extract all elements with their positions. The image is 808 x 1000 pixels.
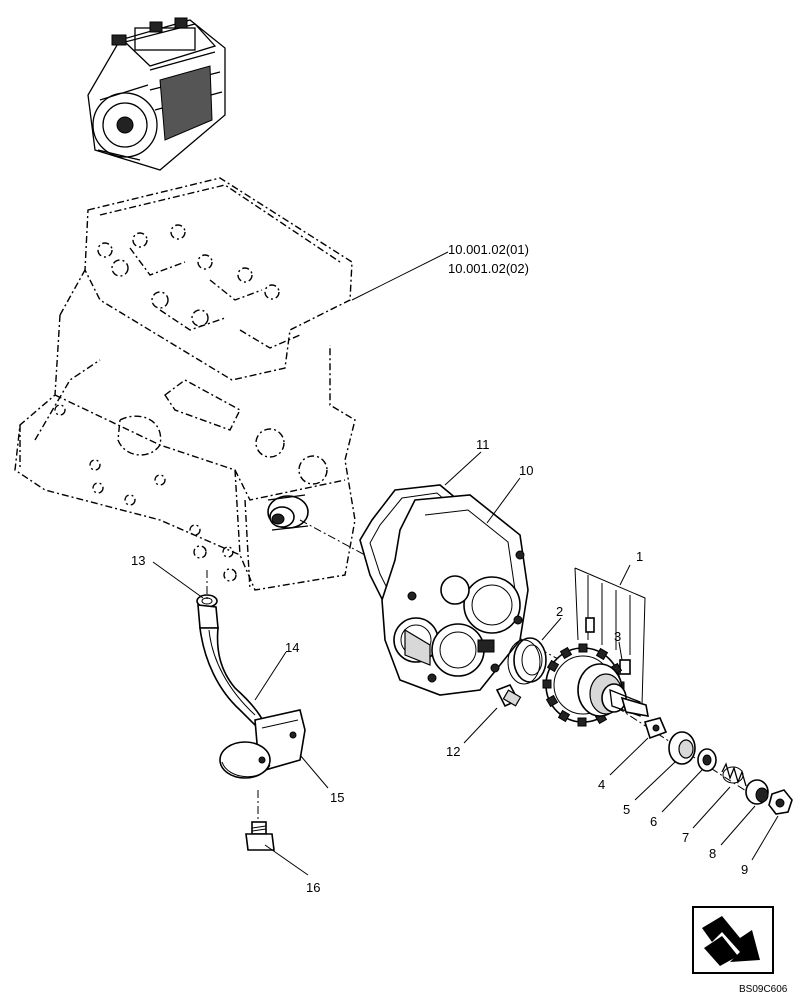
callout-12: 12 xyxy=(446,744,460,759)
callout-15: 15 xyxy=(330,790,344,805)
callout-13: 13 xyxy=(131,553,145,568)
engine-block-phantom xyxy=(14,177,356,591)
reference-callout: 10.001.02(01) 10.001.02(02) xyxy=(351,242,529,301)
reference-code-2: 10.001.02(02) xyxy=(448,261,529,276)
callout-9: 9 xyxy=(741,862,748,877)
crankshaft-nose xyxy=(267,494,309,531)
navigation-arrow-icon[interactable] xyxy=(692,906,774,974)
bolt-12 xyxy=(495,683,522,708)
callout-leaders xyxy=(152,451,779,876)
callout-3: 3 xyxy=(614,629,621,644)
callout-5: 5 xyxy=(623,802,630,817)
engine-thumbnail-icon xyxy=(87,17,226,171)
callout-14: 14 xyxy=(285,640,299,655)
reference-code-1: 10.001.02(01) xyxy=(448,242,529,257)
callout-labels: 1 2 3 4 5 6 7 8 9 10 11 12 13 14 15 16 xyxy=(131,437,748,895)
callout-16: 16 xyxy=(306,880,320,895)
callout-10: 10 xyxy=(519,463,533,478)
front-plate-10 xyxy=(381,494,529,696)
callout-1: 1 xyxy=(636,549,643,564)
callout-11: 11 xyxy=(476,437,490,452)
callout-7: 7 xyxy=(682,830,689,845)
figure-code: BS09C606 xyxy=(739,984,788,995)
callout-6: 6 xyxy=(650,814,657,829)
washer-5 xyxy=(668,731,696,765)
callout-8: 8 xyxy=(709,846,716,861)
callout-2: 2 xyxy=(556,604,563,619)
callout-4: 4 xyxy=(598,777,605,792)
nut-9 xyxy=(768,789,793,815)
key-4 xyxy=(643,717,668,740)
spring-7 xyxy=(721,762,747,787)
bolt-16 xyxy=(245,821,275,851)
plug-8 xyxy=(745,779,769,805)
gear-assembly-1 xyxy=(542,567,649,727)
oil-seal-2 xyxy=(507,637,547,685)
ring-6 xyxy=(697,748,717,772)
pickup-bracket-15 xyxy=(219,709,306,779)
